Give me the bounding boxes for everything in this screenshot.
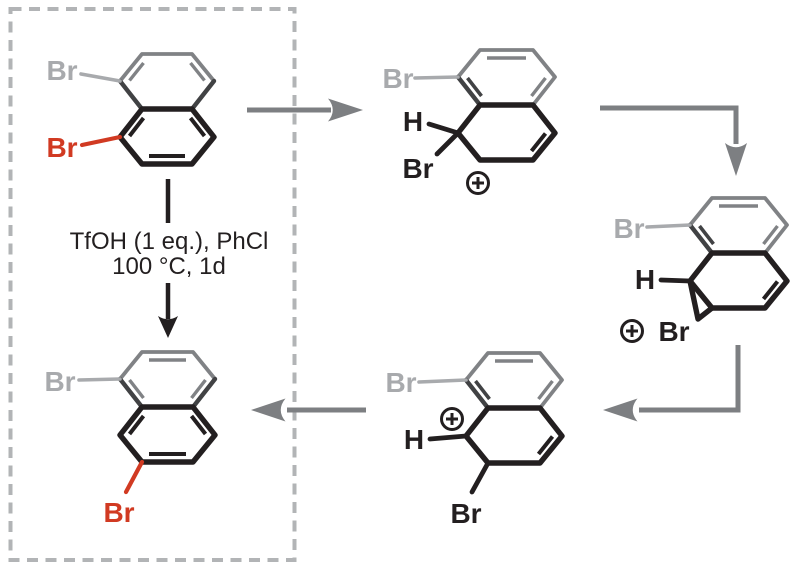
h-bond: [658, 277, 693, 284]
mechanism-arrow-arenium1-to-bromonium: [600, 105, 747, 176]
arenium-intermediate-1-structure: Br H Br ⊕: [382, 48, 558, 195]
h-bond: [427, 433, 469, 442]
br-bond-gray: [77, 377, 122, 382]
top-ring: [687, 196, 789, 256]
arrowhead-right: [328, 98, 363, 122]
top-ring: [463, 351, 564, 411]
br-bond-gray: [645, 223, 692, 229]
br-label-gray: Br: [44, 366, 75, 397]
br-bond-gray: [417, 378, 468, 384]
arrowhead-left: [251, 398, 286, 422]
bromonium-intermediate-structure: Br H ⊕ Br: [613, 196, 790, 347]
plus-charge-icon: ⊕: [620, 319, 644, 343]
h-bond: [426, 121, 461, 136]
bottom-ring: [455, 102, 558, 163]
br-bond-gray: [413, 75, 460, 80]
conditions-line-1: TfOH (1 eq.), PhCl: [70, 228, 269, 255]
h-label: H: [403, 106, 423, 137]
product-structure: Br Br: [44, 350, 218, 528]
start-material-structure: Br Br: [46, 52, 217, 167]
mechanism-arrow-bromonium-to-arenium2: [603, 345, 741, 422]
br-label-gray: Br: [46, 55, 77, 86]
bottom-ring: [463, 405, 565, 466]
br-label-black: Br: [658, 316, 689, 347]
arrowhead-left: [603, 398, 638, 422]
mechanism-arrow-start-to-arenium1: [247, 98, 363, 122]
br-bond-red: [79, 134, 123, 148]
bottom-ring: [687, 250, 790, 322]
br-label-black: Br: [402, 153, 433, 184]
plus-charge-icon: ⊕: [466, 171, 490, 195]
br-label-gray: Br: [613, 213, 644, 244]
plus-charge-icon: ⊕: [440, 407, 464, 431]
br-bond-red: [123, 459, 145, 495]
br-label-red: Br: [46, 132, 77, 163]
br-bond-gray: [79, 72, 122, 83]
top-ring: [455, 48, 557, 108]
top-ring: [117, 350, 218, 410]
br-label-red: Br: [103, 497, 134, 528]
br-label-black: Br: [450, 498, 481, 529]
reaction-arrow-down: [158, 179, 178, 338]
bottom-ring: [117, 106, 217, 167]
bottom-ring: [117, 404, 218, 465]
h-label: H: [404, 424, 424, 455]
bromonium-bridge: [687, 278, 715, 322]
h-label: H: [635, 264, 655, 295]
arrowhead-down: [158, 316, 178, 338]
top-ring: [117, 52, 217, 112]
arenium-intermediate-2-structure: Br ⊕ H Br: [385, 351, 565, 529]
mechanism-arrow-arenium2-to-product: [251, 398, 366, 422]
br-bond-black: [434, 130, 461, 157]
br-bond-black: [469, 460, 491, 495]
br-label-gray: Br: [385, 367, 416, 398]
br-label-gray: Br: [382, 63, 413, 94]
conditions-line-2: 100 °C, 1d: [112, 253, 226, 280]
arrowhead-down: [725, 143, 747, 176]
dashed-highlight-box: [8, 7, 297, 562]
